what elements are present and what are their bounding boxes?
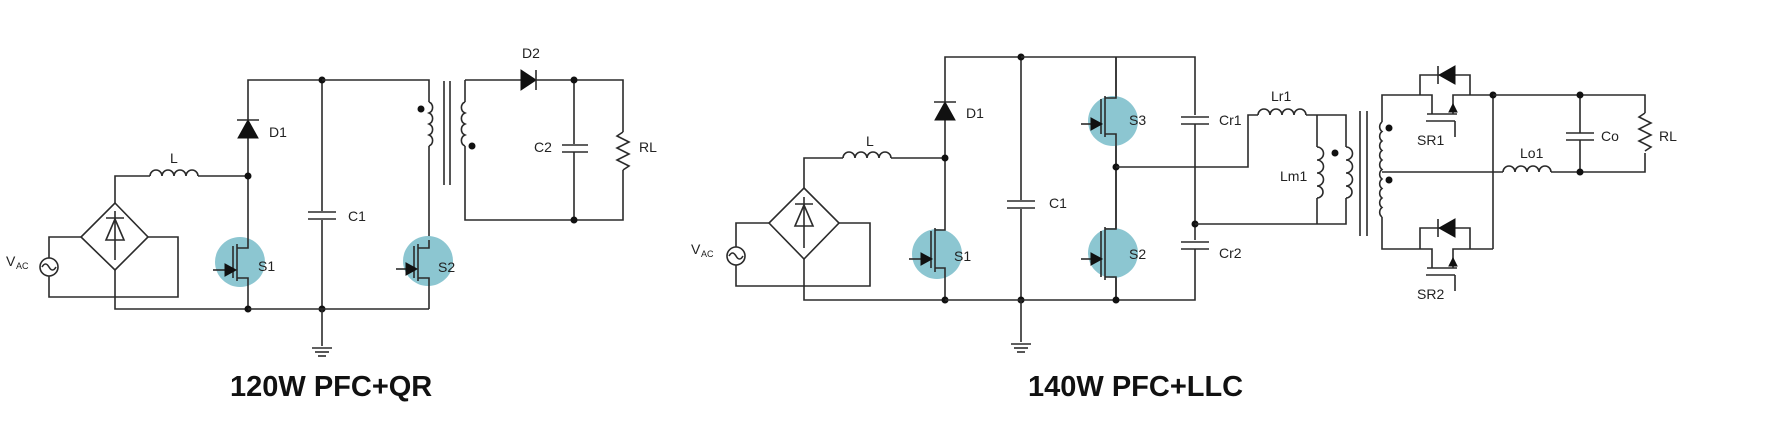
wire [536,79,624,132]
transformer-secondary-winding [460,101,467,147]
junction-dot [1112,296,1120,304]
sync-rectifier-SR1-symbol [1419,65,1493,137]
cap1-label: C1 [348,208,366,224]
source-label-sub: AC [16,261,29,271]
polarity-dot [1331,149,1339,157]
switch-S2-highlight [403,236,453,286]
circuit-title: 140W PFC+LLC [1028,371,1243,403]
load-label: RL [639,139,657,155]
ind-m1-label: Lm1 [1280,168,1307,184]
inductor-Lo1-symbol [1502,165,1552,173]
bridge-rectifier-symbol [767,186,841,261]
wire [803,259,945,301]
ground-icon [312,347,332,357]
circuit-pfc-llc: V AC L D1 S1 [691,53,1677,403]
ind-r1-label: Lr1 [1271,88,1291,104]
diode-D1-symbol [237,118,259,139]
switch1-label: S1 [954,248,971,264]
junction-dot [570,76,578,84]
bridge-rectifier-symbol [79,201,150,272]
circuit-pfc-qr: V AC L D1 [6,45,657,403]
junction-dot [244,172,252,180]
inductor-Lr1-symbol [1257,108,1307,116]
diode1-label: D1 [966,105,984,121]
diode2-label: D2 [522,45,540,61]
sync-rectifier-SR2-symbol [1419,218,1493,291]
wire [114,175,150,203]
cap2-label: C2 [534,139,552,155]
wire [944,56,1021,158]
inductor-L-symbol [149,169,199,177]
wire [48,236,81,258]
ground-icon [1011,343,1031,353]
polarity-dot [1385,176,1393,184]
ac-source-symbol [726,246,746,266]
transformer-secondary-winding [1378,121,1384,218]
wire [735,222,871,287]
wire [735,222,769,247]
transformer-primary-winding [427,101,434,147]
transformer-primary-winding [1345,146,1354,199]
cap-r2-label: Cr2 [1219,245,1242,261]
mosfet-S1-symbol [213,176,249,309]
wire [48,236,179,298]
cap-r1-label: Cr1 [1219,112,1242,128]
inductor-label: L [170,150,178,166]
inductor-Lm1-symbol [1316,146,1325,199]
mosfet-S2-symbol [396,240,430,309]
junction-dot [1576,168,1584,176]
wire [464,146,624,221]
junction-dot [941,154,949,162]
source-label: V [6,253,16,269]
ac-source-symbol [39,257,59,277]
source-label: V [691,241,701,257]
junction-dot [570,216,578,224]
diode1-label: D1 [269,124,287,140]
mosfet-S3-symbol [1081,57,1117,167]
diode-D2-symbol [520,69,537,91]
wire [803,157,843,188]
wire [322,79,430,102]
sr1-label: SR1 [1417,132,1444,148]
resistor-RL-symbol [1637,112,1653,152]
mosfet-S1-symbol [909,158,946,300]
switch3-label: S3 [1129,112,1146,128]
cap-o-label: Co [1601,128,1619,144]
diode-D1-symbol [934,100,956,121]
source-label-sub: AC [701,249,714,259]
resistor-RL-symbol [615,131,631,171]
mosfet-S2-symbol [1081,167,1117,300]
wire [1116,114,1258,168]
polarity-dot [1385,124,1393,132]
sr2-label: SR2 [1417,286,1444,302]
wire [247,79,322,176]
polarity-dot [468,142,476,150]
switch2-label: S2 [438,259,455,275]
inductor-label: L [866,133,874,149]
switch2-label: S2 [1129,246,1146,262]
polarity-dot [417,105,425,113]
junction-dot [1576,91,1584,99]
cap1-label: C1 [1049,195,1067,211]
load-label: RL [1659,128,1677,144]
ind-o1-label: Lo1 [1520,145,1544,161]
inductor-L-symbol [842,151,892,159]
circuit-title: 120W PFC+QR [230,371,432,403]
switch-S1-highlight [912,229,962,279]
wire [114,270,248,310]
switch1-label: S1 [258,258,275,274]
